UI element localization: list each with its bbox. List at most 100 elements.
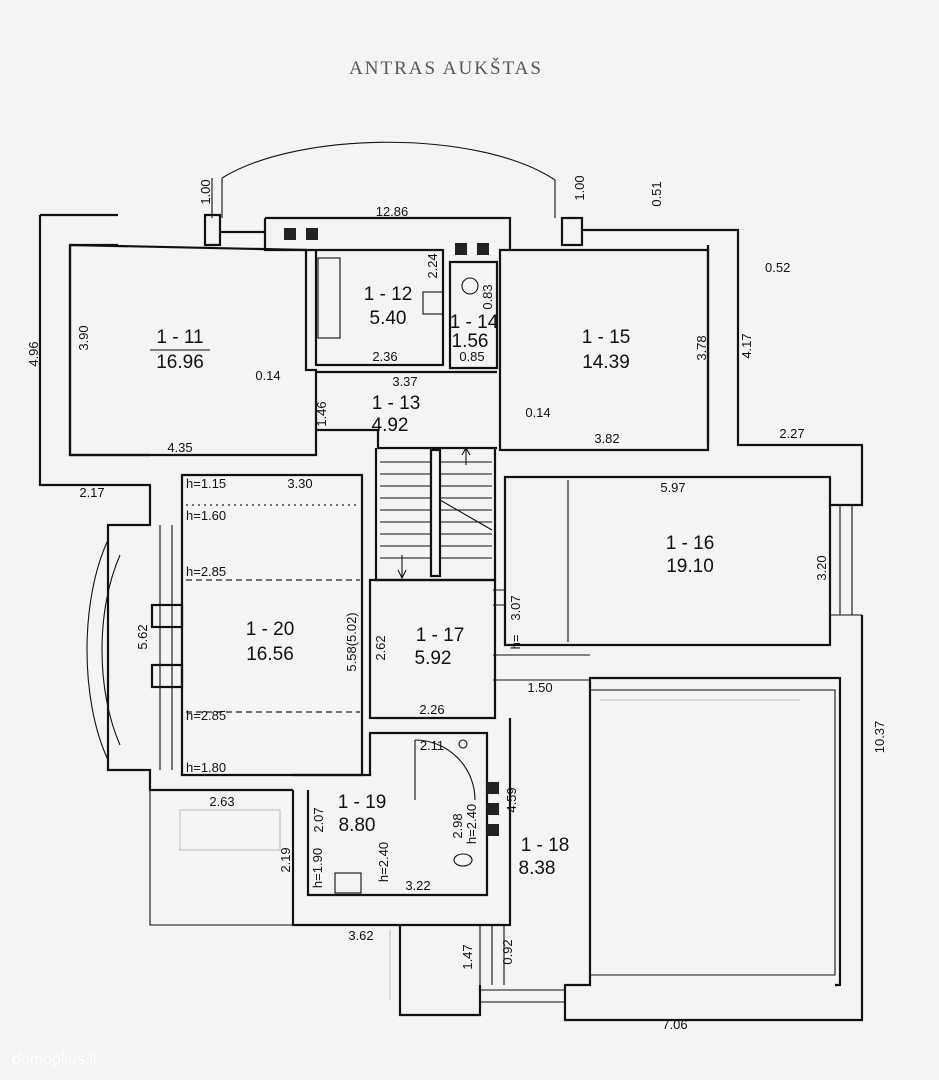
room-13-walls bbox=[316, 370, 497, 450]
dim-2-26: 2.26 bbox=[419, 702, 444, 717]
dim-0-85: 0.85 bbox=[459, 349, 484, 364]
h-2-85-bottom: h=2.85 bbox=[186, 708, 226, 723]
room-13-area: 4.92 bbox=[372, 415, 409, 436]
dim-2-98: 2.98 bbox=[450, 813, 465, 838]
toilet-19 bbox=[453, 853, 473, 867]
top-arch bbox=[221, 141, 556, 181]
dim-1-00-right: 1.00 bbox=[572, 175, 587, 200]
room-20-area: 16.56 bbox=[246, 644, 294, 665]
room-11-id: 1 - 11 bbox=[156, 327, 203, 348]
h-1-80: h=1.80 bbox=[186, 760, 226, 775]
dim-2-17: 2.17 bbox=[79, 485, 104, 500]
dim-2-24: 2.24 bbox=[425, 253, 440, 278]
h-1-15: h=1.15 bbox=[186, 476, 226, 491]
dim-3-82: 3.82 bbox=[594, 431, 619, 446]
dim-0-52: 0.52 bbox=[765, 260, 790, 275]
room-12-walls bbox=[306, 248, 445, 367]
top-balcony-outline bbox=[211, 178, 556, 218]
dim-2-63: 2.63 bbox=[209, 794, 234, 809]
room-14-id: 1 - 14 bbox=[450, 312, 499, 333]
room-18-id: 1 - 18 bbox=[521, 835, 570, 856]
dimension-labels-vertical: 1.00 1.00 0.51 4.96 3.90 2.24 0.83 3.78 … bbox=[26, 175, 887, 969]
room-16-id: 1 - 16 bbox=[666, 533, 715, 554]
dim-0-14-right: 0.14 bbox=[525, 405, 550, 420]
shower-drain bbox=[458, 739, 468, 749]
room-14-area: 1.56 bbox=[452, 331, 489, 352]
room-11-area: 16.96 bbox=[156, 352, 204, 373]
dim-3-07: 3.07 bbox=[508, 595, 523, 620]
room-13-id: 1 - 13 bbox=[372, 393, 421, 414]
bathtub bbox=[317, 257, 341, 339]
door-opening bbox=[493, 589, 590, 681]
watermark: domoplius.lt bbox=[12, 1051, 98, 1068]
dim-7-06: 7.06 bbox=[662, 1017, 687, 1032]
dim-0-14-left: 0.14 bbox=[255, 368, 280, 383]
dim-1-00-left: 1.00 bbox=[198, 179, 213, 204]
room-17-id: 1 - 17 bbox=[416, 625, 465, 646]
window-16 bbox=[830, 504, 862, 616]
room-14-walls bbox=[448, 260, 499, 370]
room-18-area: 8.38 bbox=[519, 858, 556, 879]
dim-5-62: 5.62 bbox=[135, 624, 150, 649]
room-16-walls bbox=[503, 475, 832, 647]
dim-4-35: 4.35 bbox=[167, 440, 192, 455]
room-19-id: 1 - 19 bbox=[338, 792, 387, 813]
room-18-inner bbox=[590, 689, 836, 976]
room-16-area: 19.10 bbox=[666, 556, 714, 577]
dim-2-07: 2.07 bbox=[311, 807, 326, 832]
terrace-left bbox=[149, 790, 293, 926]
dim-2-27: 2.27 bbox=[779, 426, 804, 441]
room-15-area: 14.39 bbox=[582, 352, 630, 373]
ghost-lines bbox=[179, 699, 800, 1000]
dim-5-97: 5.97 bbox=[660, 480, 685, 495]
dim-0-51: 0.51 bbox=[649, 181, 664, 206]
h-2-40-right: h=2.40 bbox=[464, 804, 479, 844]
dim-4-96: 4.96 bbox=[26, 341, 41, 366]
h-3-07: h= bbox=[508, 635, 523, 650]
room-15-id: 1 - 15 bbox=[582, 327, 631, 348]
floor-title: ANTRAS AUKŠTAS bbox=[349, 57, 543, 79]
room-19-area: 8.80 bbox=[339, 815, 376, 836]
dim-4-59: 4.59 bbox=[504, 787, 519, 812]
dim-2-62: 2.62 bbox=[373, 635, 388, 660]
dim-1-50: 1.50 bbox=[527, 680, 552, 695]
dim-2-11: 2.11 bbox=[420, 738, 444, 753]
window-18 bbox=[479, 925, 565, 1003]
dim-12-86: 12.86 bbox=[376, 204, 409, 219]
h-2-85-top: h=2.85 bbox=[186, 564, 226, 579]
dim-3-37: 3.37 bbox=[392, 374, 417, 389]
dim-3-22: 3.22 bbox=[405, 878, 430, 893]
room-20-id: 1 - 20 bbox=[246, 619, 295, 640]
room-19-outer bbox=[291, 718, 512, 927]
room-12-id: 1 - 12 bbox=[364, 284, 413, 305]
dim-3-20: 3.20 bbox=[814, 555, 829, 580]
dim-3-90: 3.90 bbox=[76, 325, 91, 350]
dim-0-83: 0.83 bbox=[480, 284, 495, 309]
room-12-area: 5.40 bbox=[370, 308, 407, 329]
vent-squares bbox=[284, 228, 499, 836]
dim-3-30: 3.30 bbox=[287, 476, 312, 491]
dim-5-58: 5.58(5.02) bbox=[344, 612, 359, 671]
h-1-60: h=1.60 bbox=[186, 508, 226, 523]
room-17-walls bbox=[368, 578, 497, 720]
room-15-walls bbox=[498, 248, 710, 452]
dim-4-17: 4.17 bbox=[739, 333, 754, 358]
dim-2-36: 2.36 bbox=[372, 349, 397, 364]
bay-window bbox=[86, 525, 184, 770]
dimension-labels: 12.86 0.52 2.36 0.85 3.37 0.14 0.14 4.35… bbox=[79, 204, 804, 1032]
door-19 bbox=[414, 739, 476, 801]
h-1-90: h=1.90 bbox=[310, 848, 325, 888]
h-2-40-left: h=2.40 bbox=[376, 842, 391, 882]
staircase bbox=[374, 446, 497, 582]
dim-3-62: 3.62 bbox=[348, 928, 373, 943]
dim-0-92: 0.92 bbox=[500, 939, 515, 964]
toilet-14 bbox=[461, 277, 479, 295]
dim-2-19: 2.19 bbox=[278, 847, 293, 872]
dim-3-78: 3.78 bbox=[694, 335, 709, 360]
dim-1-47: 1.47 bbox=[460, 944, 475, 969]
dim-10-37: 10.37 bbox=[872, 721, 887, 754]
sink-19 bbox=[334, 872, 362, 894]
room-19-walls bbox=[293, 731, 489, 897]
dim-1-46: 1.46 bbox=[314, 401, 329, 426]
